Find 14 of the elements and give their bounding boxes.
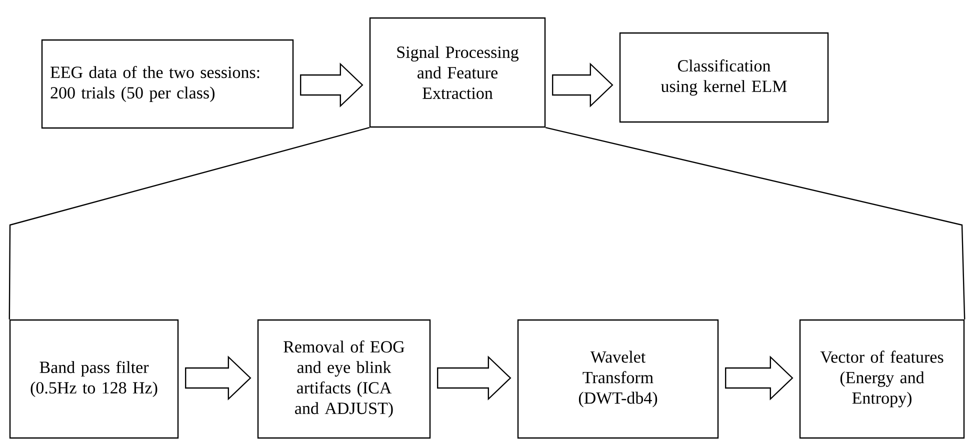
process-box: Removal of EOG and eye blink artifacts (ICA and ADJUST)	[257, 319, 431, 439]
zoom-line	[545, 127, 966, 320]
process-box: Signal Processing and Feature Extraction	[369, 17, 546, 128]
process-box: EEG data of the two sessions: 200 trials (50 per class)	[41, 39, 294, 129]
block-arrow	[437, 356, 512, 400]
process-box: Vector of features (Energy and Entropy)	[799, 319, 965, 439]
block-arrow	[185, 356, 252, 400]
process-box: Wavelet Transform (DWT-db4)	[517, 319, 719, 439]
process-box: Classification using kernel ELM	[619, 32, 829, 123]
block-arrow	[725, 356, 794, 400]
zoom-line	[8, 127, 370, 320]
block-arrow	[300, 62, 364, 108]
block-arrow	[552, 62, 614, 108]
process-box: Band pass filter (0.5Hz to 128 Hz)	[9, 319, 179, 439]
